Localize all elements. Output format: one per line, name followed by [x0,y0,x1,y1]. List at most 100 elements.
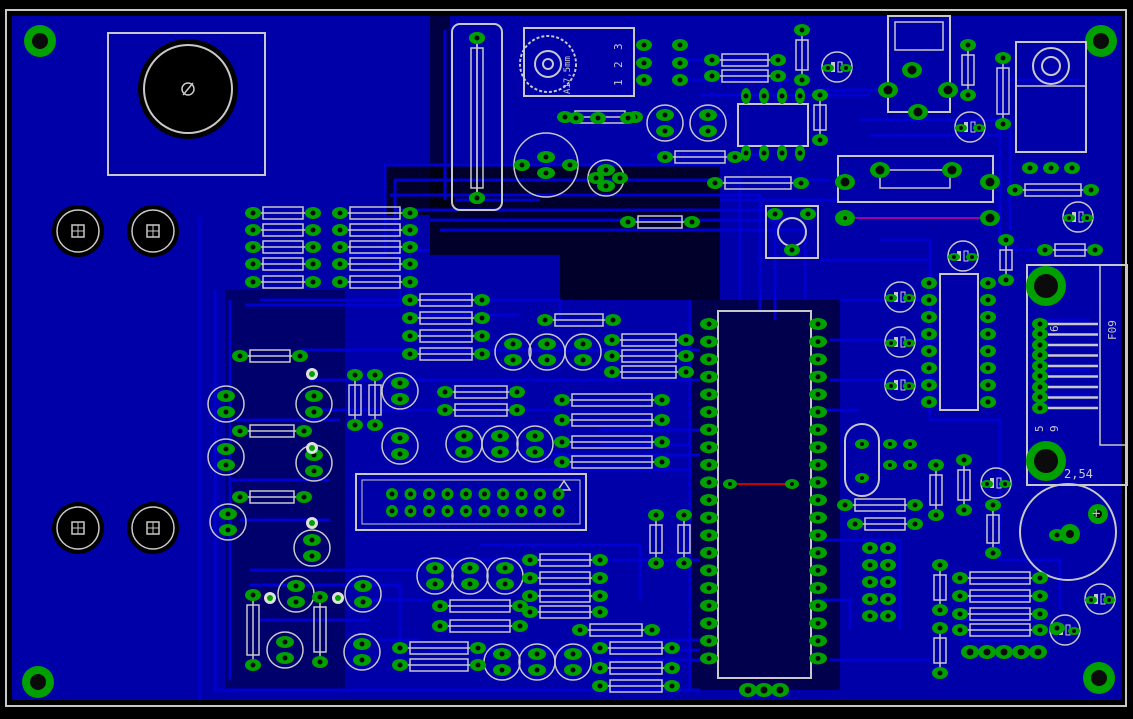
pad [672,74,688,86]
box-header-footprint [355,473,587,531]
microcontroller-pins [700,318,827,665]
pad-drill [659,417,665,423]
resistor-body [677,524,691,554]
pin [921,396,937,408]
pad [948,253,960,261]
resistor-body [554,313,604,327]
pad-drill [705,128,711,134]
pad-drill [706,356,712,362]
pad [437,386,453,398]
pad [676,509,692,521]
pad-drill [815,462,821,468]
pad-drill [293,583,299,589]
pad-drill [360,583,366,589]
capacitor-footprint [416,557,454,595]
pad-drill [908,463,912,467]
pad-drill [744,686,752,694]
pin [1032,328,1048,340]
pad [612,172,628,184]
pin [809,458,827,471]
resistor-footprint [440,599,520,613]
pad-drill [805,211,811,217]
pin [809,388,827,401]
pad [305,258,321,270]
pad-drill [885,545,891,551]
pad [1029,645,1047,659]
pitch-label: 2,54 [1064,467,1093,481]
pad [938,82,958,98]
pin [921,277,937,289]
pad-drill [527,609,533,615]
pad-drill [1003,482,1007,486]
resistor-body [454,403,508,417]
resistor-footprint [400,641,478,655]
pad [794,74,810,86]
pad-drill [309,553,315,559]
pad-drill [543,154,549,160]
pad-drill [815,515,821,521]
pad [604,350,620,362]
pad [432,600,448,612]
capacitor-outline [207,385,245,423]
pad-drill [683,353,689,359]
resistor-body [419,347,473,361]
pad-drill [1069,165,1075,171]
pin [700,318,718,330]
pad-drill [542,317,548,323]
pad-drill [706,444,712,450]
pad-drill [544,341,550,347]
pad-drill [510,357,516,363]
pad-drill [250,261,256,267]
pad [981,480,993,488]
pad-drill [389,508,395,514]
pad-drill [815,356,821,362]
pad-drill [1037,394,1043,400]
pad [554,414,570,426]
resistor-footprint [445,385,517,399]
resistor-footprint [612,333,686,347]
pad [636,39,652,51]
pad-drill [1037,627,1043,633]
resistor-body [795,39,809,71]
pad-drill [500,508,506,514]
pad-drill [514,389,520,395]
pad [232,425,248,437]
capacitor-outline [821,51,853,83]
standoff-outline [131,209,175,253]
pad [296,491,312,503]
pad-drill [817,92,823,98]
resistor-body [813,104,827,131]
standoff-outline [56,506,100,550]
capacitor-footprint [343,633,381,671]
pad-drill [463,491,469,497]
pad-drill [815,620,821,626]
pad [592,590,608,602]
resistor-footprint [562,435,662,449]
capacitor-outline [884,326,916,358]
pad-drill [223,393,229,399]
pad-drill [474,35,480,41]
pin [809,599,827,612]
resistor-footprint [240,490,304,504]
pad [1068,627,1080,635]
pin [404,505,417,517]
pad-drill [597,665,603,671]
pin [386,488,398,500]
pad-drill [662,128,668,134]
pad [305,207,321,219]
pad-drill [1037,611,1043,617]
pad-drill [352,372,358,378]
pad [880,559,896,571]
pin [741,88,751,104]
pad-drill [1107,598,1111,602]
pad-drill [310,261,316,267]
pad-drill [883,85,893,95]
pad-drill [389,491,395,497]
pad-drill [985,365,991,371]
connector-pin-label: 9 [1048,425,1061,432]
capacitor-outline [689,104,727,142]
pad-drill [519,508,524,514]
capacitor-outline [947,240,979,272]
pad-drill [609,353,615,359]
pin [921,379,937,391]
